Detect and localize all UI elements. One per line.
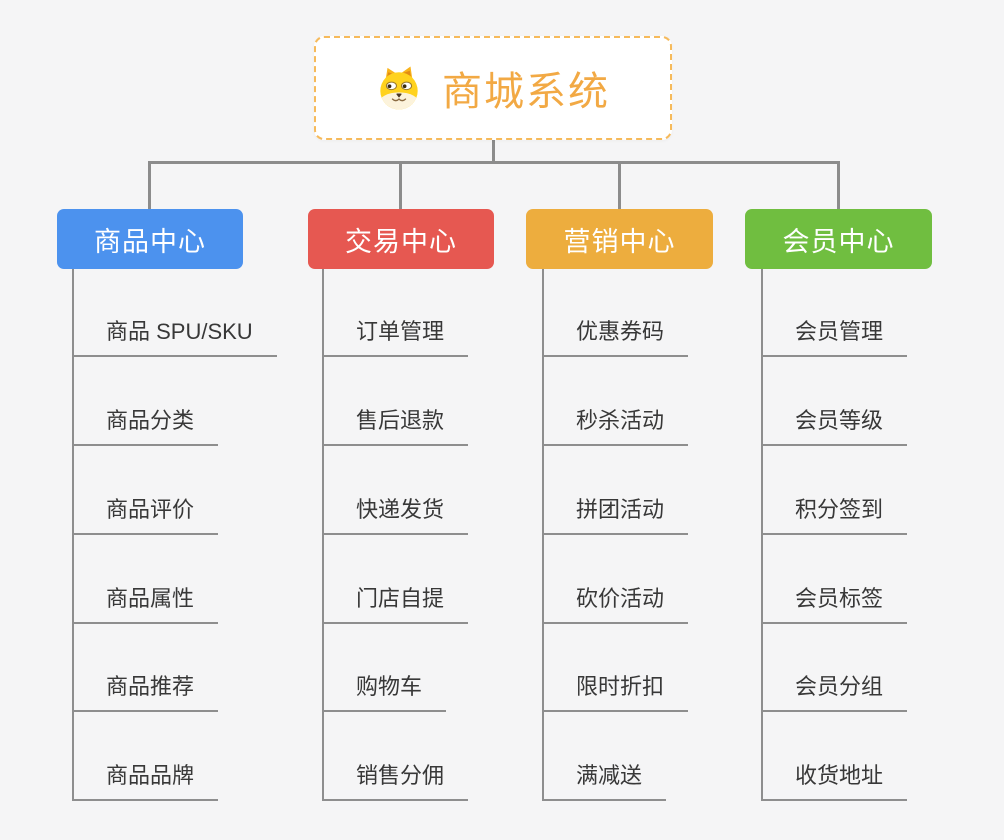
branch-header-marketing-center[interactable]: 营销中心 [526,209,713,269]
branch-spine-line [761,269,763,801]
drop-line-trade [399,161,402,209]
branch-header-member-center[interactable]: 会员中心 [745,209,932,269]
branch-1-item-1[interactable]: 售后退款 [322,406,469,446]
drop-line-product [148,161,151,209]
branch-0-item-3[interactable]: 商品属性 [72,584,219,624]
branch-3-item-2[interactable]: 积分签到 [761,495,908,535]
branch-bus-line [148,161,840,164]
branch-1-item-4[interactable]: 购物车 [322,672,447,712]
branch-3-item-4[interactable]: 会员分组 [761,672,908,712]
branch-spine-line [542,269,544,801]
root-trunk-line [492,140,495,164]
branch-header-product-center[interactable]: 商品中心 [57,209,243,269]
branch-header-trade-center[interactable]: 交易中心 [308,209,494,269]
branch-0-item-5[interactable]: 商品品牌 [72,761,219,801]
branch-spine-line [72,269,74,801]
branch-0-item-0[interactable]: 商品 SPU/SKU [72,317,277,357]
branch-1-item-0[interactable]: 订单管理 [322,317,469,357]
branch-spine-line [322,269,324,801]
branch-0-item-1[interactable]: 商品分类 [72,406,219,446]
branch-1-item-2[interactable]: 快递发货 [322,495,469,535]
branch-2-item-5[interactable]: 满减送 [542,761,667,801]
branch-2-item-1[interactable]: 秒杀活动 [542,406,689,446]
branch-1-item-3[interactable]: 门店自提 [322,584,469,624]
branch-2-item-0[interactable]: 优惠券码 [542,317,689,357]
branch-3-item-3[interactable]: 会员标签 [761,584,908,624]
drop-line-member [837,161,840,209]
root-node[interactable]: 商城系统 [314,36,672,140]
branch-0-item-2[interactable]: 商品评价 [72,495,219,535]
branch-3-item-0[interactable]: 会员管理 [761,317,908,357]
branch-1-item-5[interactable]: 销售分佣 [322,761,469,801]
drop-line-marketing [618,161,621,209]
branch-3-item-1[interactable]: 会员等级 [761,406,908,446]
branch-3-item-5[interactable]: 收货地址 [761,761,908,801]
branch-0-item-4[interactable]: 商品推荐 [72,672,219,712]
branch-2-item-2[interactable]: 拼团活动 [542,495,689,535]
root-title: 商城系统 [442,70,610,114]
branch-2-item-4[interactable]: 限时折扣 [542,672,689,712]
dog-face-icon [376,65,422,111]
branch-2-item-3[interactable]: 砍价活动 [542,584,689,624]
